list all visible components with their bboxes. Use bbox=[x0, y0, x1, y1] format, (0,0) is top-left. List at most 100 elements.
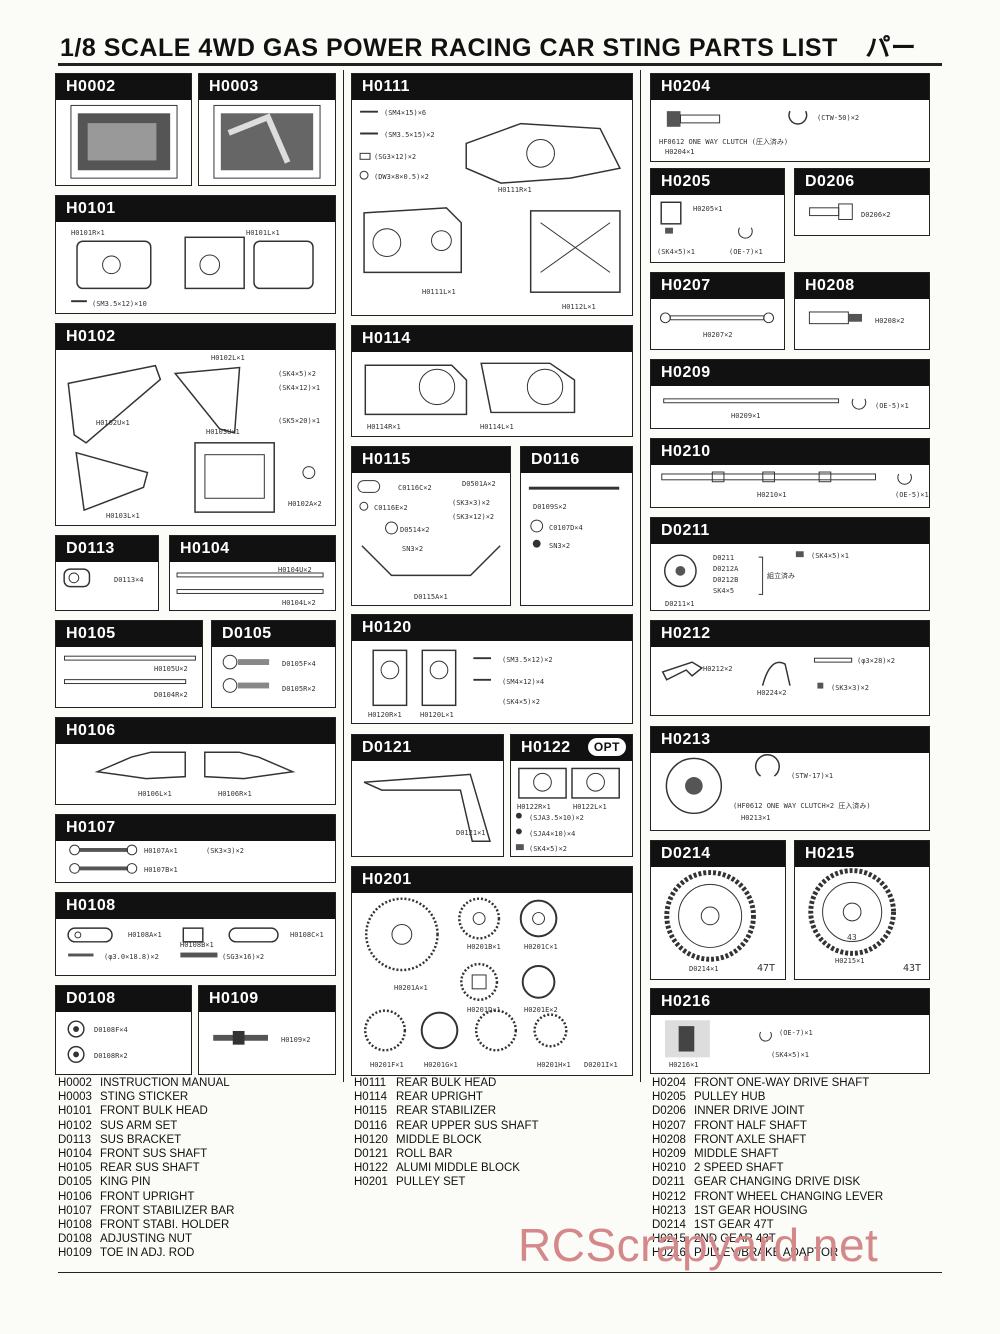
part-label: 43 bbox=[847, 933, 857, 942]
part-label: SN3×2 bbox=[402, 545, 424, 553]
part-label: C0116E×2 bbox=[374, 504, 408, 512]
panel-code: D0108 bbox=[56, 986, 191, 1012]
part-code: D0113 bbox=[58, 1133, 92, 1146]
part-name: ALUMI MIDDLE BLOCK bbox=[396, 1162, 520, 1175]
part-label: (SJA3.5×10)×2 bbox=[529, 814, 584, 822]
panel-code: H0207 bbox=[651, 273, 784, 299]
part-name: ROLL BAR bbox=[396, 1148, 453, 1161]
parts-list-row: D0105 KING PIN bbox=[58, 1175, 234, 1189]
part-label: H0114L×1 bbox=[480, 423, 514, 431]
panel-code: H0216 bbox=[651, 989, 929, 1015]
part-name: REAR STABILIZER bbox=[396, 1105, 497, 1118]
second-gear-drawing bbox=[808, 868, 896, 956]
part-name: FRONT STABILIZER BAR bbox=[100, 1204, 235, 1217]
part-code: H0106 bbox=[58, 1190, 92, 1203]
part-label: D0108F×4 bbox=[94, 1026, 128, 1034]
part-code: H0108 bbox=[58, 1219, 92, 1232]
part-name: KING PIN bbox=[100, 1176, 151, 1189]
panel-H0109: H0109 H0109×2 bbox=[198, 985, 336, 1075]
front-stabi-holder-drawing bbox=[67, 927, 279, 958]
panel-H0002: H0002 bbox=[55, 73, 192, 186]
panel-code: H0210 bbox=[651, 439, 929, 465]
panel-H0107: H0107 H0107A×1 (SK3×3)×2 H0107B×1 bbox=[55, 814, 336, 883]
panel-code: H0101 bbox=[56, 196, 335, 222]
part-label: 47T bbox=[757, 963, 776, 974]
part-code: H0207 bbox=[652, 1119, 686, 1132]
rear-bulkhead-drawing bbox=[359, 110, 622, 293]
part-label: (SK4×5)×2 bbox=[529, 845, 567, 853]
panel-H0205: H0205 H0205×1 (SK4×5)×1 (OE-7)×1 bbox=[650, 168, 785, 263]
gear-housing-drawing bbox=[665, 754, 780, 815]
rear-sus-shaft-drawing bbox=[64, 655, 196, 685]
panel-code: H0002 bbox=[56, 74, 191, 100]
part-label: C0116C×2 bbox=[398, 484, 432, 492]
part-label: H0120L×1 bbox=[420, 711, 454, 719]
part-label: (SG3×16)×2 bbox=[222, 953, 265, 961]
rear-upright-drawing bbox=[364, 362, 576, 416]
part-name: FRONT UPRIGHT bbox=[100, 1190, 195, 1203]
toe-in-rod-drawing bbox=[213, 1030, 268, 1045]
part-label: (φ3×28)×2 bbox=[857, 657, 895, 665]
part-label: H0122L×1 bbox=[573, 803, 607, 811]
part-label: D0214×1 bbox=[689, 965, 719, 973]
panel-code: H0208 bbox=[795, 273, 929, 299]
part-label: H0204×1 bbox=[665, 148, 695, 156]
part-code: H0003 bbox=[58, 1091, 92, 1104]
part-label: SN3×2 bbox=[549, 542, 571, 550]
front-stabilizer-drawing bbox=[69, 844, 138, 874]
front-wheel-lever-drawing bbox=[661, 657, 853, 689]
panel-H0003: H0003 bbox=[198, 73, 336, 186]
panel-code: H0107 bbox=[56, 815, 335, 841]
part-code: H0102 bbox=[58, 1119, 92, 1132]
panel-D0214: D0214 D0214×1 47T bbox=[650, 840, 786, 980]
part-label: D0115A×1 bbox=[414, 593, 448, 601]
page-title: 1/8 SCALE 4WD GAS POWER RACING CAR STING… bbox=[60, 28, 916, 64]
panel-code: H0204 bbox=[651, 74, 929, 100]
panel-code: D0211 bbox=[651, 518, 929, 544]
part-code: H0210 bbox=[652, 1162, 686, 1175]
part-code: H0104 bbox=[58, 1148, 92, 1161]
part-name: 1ST GEAR 47T bbox=[694, 1219, 774, 1232]
part-label: H0103U×1 bbox=[206, 428, 240, 436]
title-rule bbox=[58, 63, 942, 66]
part-label: HF0612 ONE WAY CLUTCH (圧入済み) bbox=[659, 138, 789, 146]
part-label: D0212A bbox=[713, 565, 739, 573]
panel-H0104: H0104 H0104U×2 H0104L×2 bbox=[169, 535, 336, 611]
part-name: MIDDLE SHAFT bbox=[694, 1148, 779, 1161]
panel-code: H0115 bbox=[352, 447, 510, 473]
part-code: H0215 bbox=[652, 1233, 686, 1246]
part-code: D0105 bbox=[58, 1176, 92, 1189]
part-label: D0105R×2 bbox=[282, 685, 316, 693]
part-name: FRONT AXLE SHAFT bbox=[694, 1133, 807, 1146]
part-name: 1ST GEAR HOUSING bbox=[694, 1204, 808, 1217]
part-label: H0201A×1 bbox=[394, 984, 428, 992]
sus-arm-drawing bbox=[67, 364, 316, 513]
part-label: (SK4×12)×1 bbox=[278, 384, 321, 392]
panel-D0121: D0121 D0121×1 bbox=[351, 734, 504, 857]
part-label: H0210×1 bbox=[757, 491, 787, 499]
panel-H0216: H0216 (OE-7)×1 (SK4×5)×1 H0216×1 bbox=[650, 988, 930, 1074]
part-label: (SK3×3)×2 bbox=[831, 684, 869, 692]
front-sus-shaft-drawing bbox=[176, 572, 324, 594]
front-bulkhead-drawing bbox=[71, 236, 314, 303]
panel-code: H0114 bbox=[352, 326, 632, 352]
part-name: GEAR CHANGING DRIVE DISK bbox=[694, 1176, 861, 1189]
part-label: H0104U×2 bbox=[278, 566, 312, 574]
part-label: (DW3×8×0.5)×2 bbox=[374, 173, 429, 181]
middle-shaft-drawing bbox=[663, 398, 867, 410]
king-pin-drawing bbox=[222, 654, 270, 693]
panel-code: D0121 bbox=[352, 735, 503, 761]
part-code: H0204 bbox=[652, 1077, 686, 1089]
